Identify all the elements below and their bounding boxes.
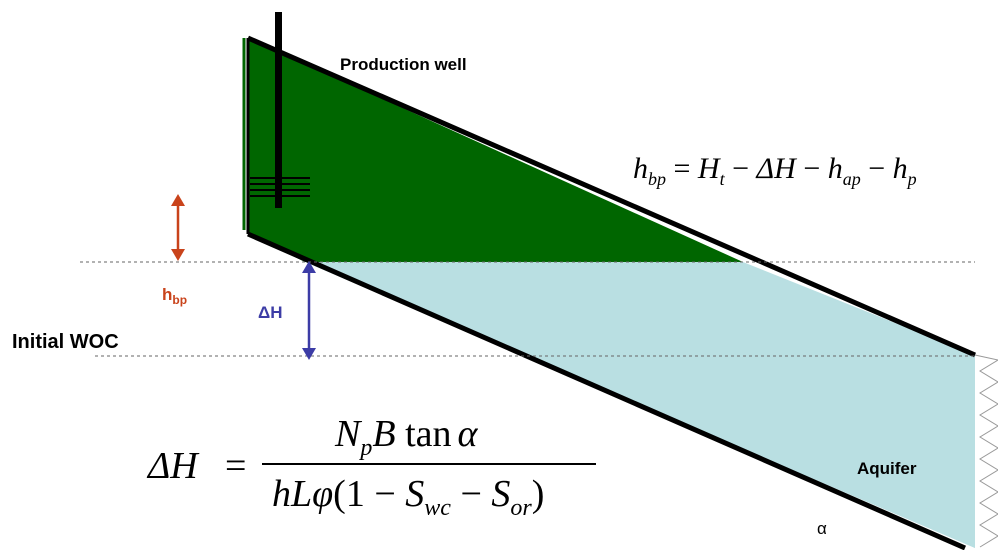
eq-dh-alpha: α <box>458 413 479 455</box>
eq-hbp-hap-sub: ap <box>843 169 861 189</box>
eq-hbp-ht: H <box>697 152 722 185</box>
hbp-label-sub: bp <box>172 293 187 307</box>
production-well-pipe <box>275 12 282 208</box>
eq-dh-swc-sub: wc <box>424 495 451 521</box>
eq-dh-np-sub: p <box>358 435 372 461</box>
eq-dh-swc: S <box>405 473 424 515</box>
delta-h-double-arrow <box>302 261 316 360</box>
eq-hbp-hap: h <box>828 152 843 185</box>
eq-dh-sor-sub: or <box>510 495 532 521</box>
alpha-angle-label: α <box>817 519 827 538</box>
eq-hbp-hp: h <box>893 152 908 185</box>
eq-hbp-equals: = <box>666 152 698 185</box>
well-perforations <box>250 177 310 197</box>
eq-hbp-minus3: − <box>861 152 893 185</box>
eq-dh-l: L <box>290 473 312 515</box>
hbp-label-main: h <box>162 285 172 304</box>
eq-dh-close: ) <box>532 473 545 515</box>
eq-dh-lhs: ΔH <box>146 445 200 487</box>
eq-dh-equals: = <box>225 445 246 487</box>
aquifer-sawtooth-edge <box>974 354 998 548</box>
eq-hbp-minus2: − <box>796 152 828 185</box>
reservoir-bottom-boundary <box>246 231 967 550</box>
delta-h-label: ΔH <box>258 303 283 322</box>
hbp-double-arrow <box>171 194 185 261</box>
eq-hbp-lhs-sub: bp <box>648 169 666 189</box>
eq-dh-denominator: hLφ(1 − Swc − Sor) <box>272 473 544 521</box>
eq-dh-minus: − <box>451 473 491 515</box>
eq-hbp-minus1: − <box>725 152 757 185</box>
eq-hbp-dh: ΔH <box>756 152 799 185</box>
reservoir-top-boundary <box>247 35 976 358</box>
eq-dh-sor: S <box>491 473 510 515</box>
eq-dh-tan: tan <box>396 413 452 455</box>
eq-dh-np: N <box>334 413 363 455</box>
initial-woc-label: Initial WOC <box>12 331 119 353</box>
eq-dh-open: (1 − <box>333 473 405 515</box>
production-well-label: Production well <box>340 55 467 74</box>
eq-hbp-lhs: h <box>633 152 648 185</box>
hbp-equation: hbp = Ht − ΔH − hap − hp <box>633 152 917 189</box>
eq-hbp-ht-sub: t <box>720 169 726 189</box>
eq-dh-phi: φ <box>312 473 333 515</box>
aquifer-label: Aquifer <box>857 459 917 478</box>
hbp-label: hbp <box>162 285 187 307</box>
eq-dh-b: B <box>372 413 395 455</box>
eq-dh-h: h <box>272 473 291 515</box>
eq-hbp-hp-sub: p <box>906 169 917 189</box>
